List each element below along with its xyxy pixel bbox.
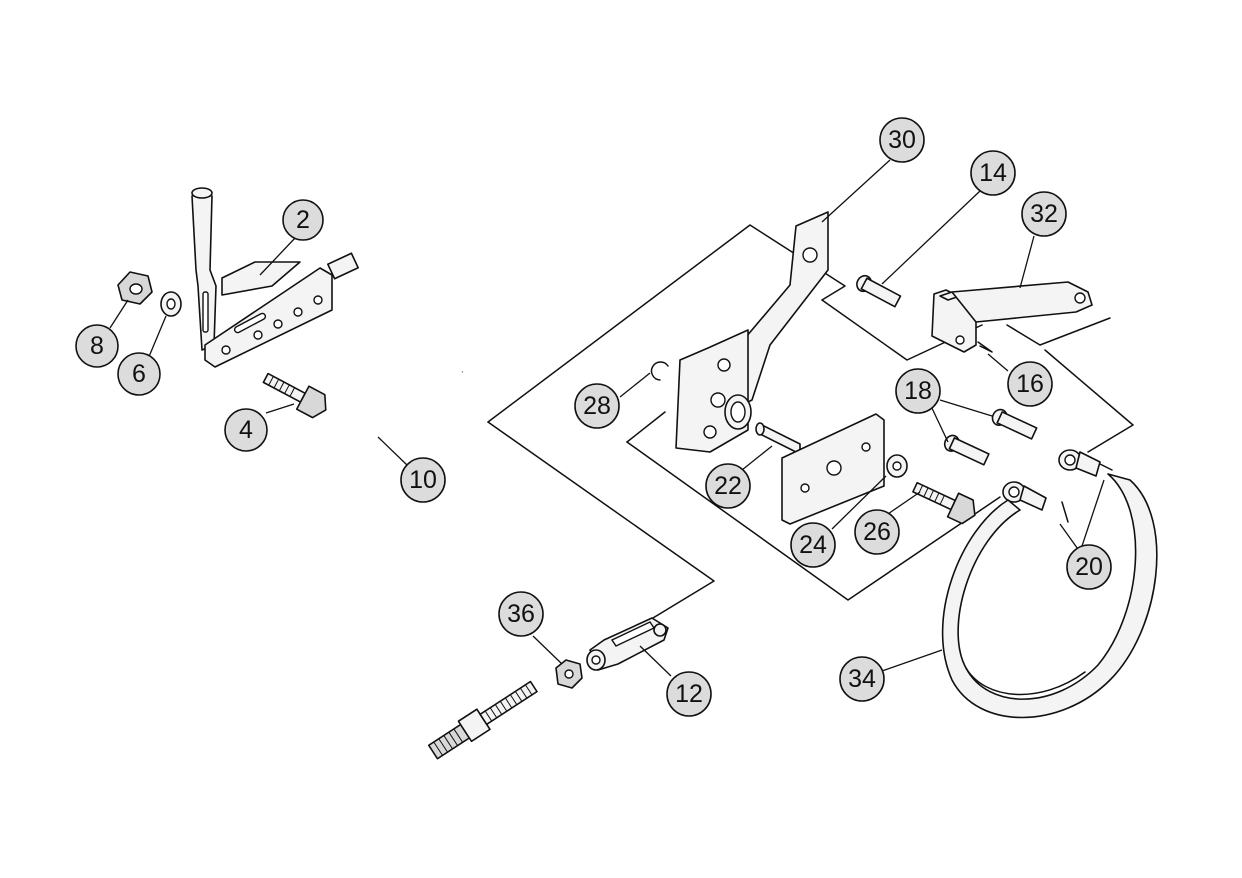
callout-label: 2 (296, 206, 310, 234)
clevis (586, 617, 669, 671)
callout-label: 6 (132, 360, 146, 388)
callout-label: 22 (714, 472, 742, 500)
callout-14: 14 (970, 150, 1016, 196)
callout-20: 20 (1066, 544, 1112, 590)
callout-30: 30 (879, 117, 925, 163)
bolt-2 (912, 481, 976, 525)
callout-label: 8 (90, 332, 104, 360)
callout-8: 8 (75, 324, 119, 368)
callout-12: 12 (666, 671, 712, 717)
retaining-ring (650, 361, 669, 381)
nut (117, 271, 153, 305)
leader-lines (109, 159, 1105, 677)
callout-label: 36 (507, 600, 535, 628)
callout-label: 20 (1075, 553, 1103, 581)
lever-plate (675, 329, 752, 453)
callout-label: 10 (409, 466, 437, 494)
callout-label: 32 (1030, 200, 1058, 228)
shaft (755, 422, 801, 455)
washer-2 (886, 454, 908, 478)
callout-16: 16 (1007, 361, 1053, 407)
callout-36: 36 (498, 591, 544, 637)
callout-label: 18 (904, 377, 932, 405)
brake-band (941, 473, 1158, 719)
cable (170, 226, 538, 785)
callout-label: 28 (583, 392, 611, 420)
callout-18: 18 (895, 368, 941, 414)
callout-34: 34 (839, 656, 885, 702)
mount-plate (781, 413, 885, 525)
callout-label: 4 (239, 416, 253, 444)
brake-arm (731, 211, 829, 411)
jam-nut (555, 659, 583, 689)
callout-2: 2 (282, 199, 324, 241)
pin-18b (943, 434, 990, 466)
callout-26: 26 (854, 509, 900, 555)
callout-label: 12 (675, 680, 703, 708)
callout-4: 4 (224, 408, 268, 452)
callout-6: 6 (117, 352, 161, 396)
washer (160, 291, 182, 317)
cotter-pin-16 (977, 341, 993, 353)
callout-22: 22 (705, 463, 751, 509)
callout-24: 24 (790, 522, 836, 568)
pin-upper (856, 274, 902, 308)
callout-label: 26 (863, 518, 891, 546)
callout-32: 32 (1021, 191, 1067, 237)
callout-28: 28 (574, 383, 620, 429)
bracket-32 (951, 281, 1093, 323)
callout-label: 24 (799, 531, 827, 559)
pin-18a (991, 408, 1038, 440)
bolt (262, 372, 327, 419)
lever-assembly (191, 187, 333, 368)
callout-label: 34 (848, 665, 876, 693)
callout-label: 16 (1016, 370, 1044, 398)
callout-10: 10 (400, 457, 446, 503)
band-ends (1002, 449, 1101, 511)
callout-label: 14 (979, 159, 1007, 187)
cotter-pin-20 (1061, 463, 1113, 523)
callout-label: 30 (888, 126, 916, 154)
